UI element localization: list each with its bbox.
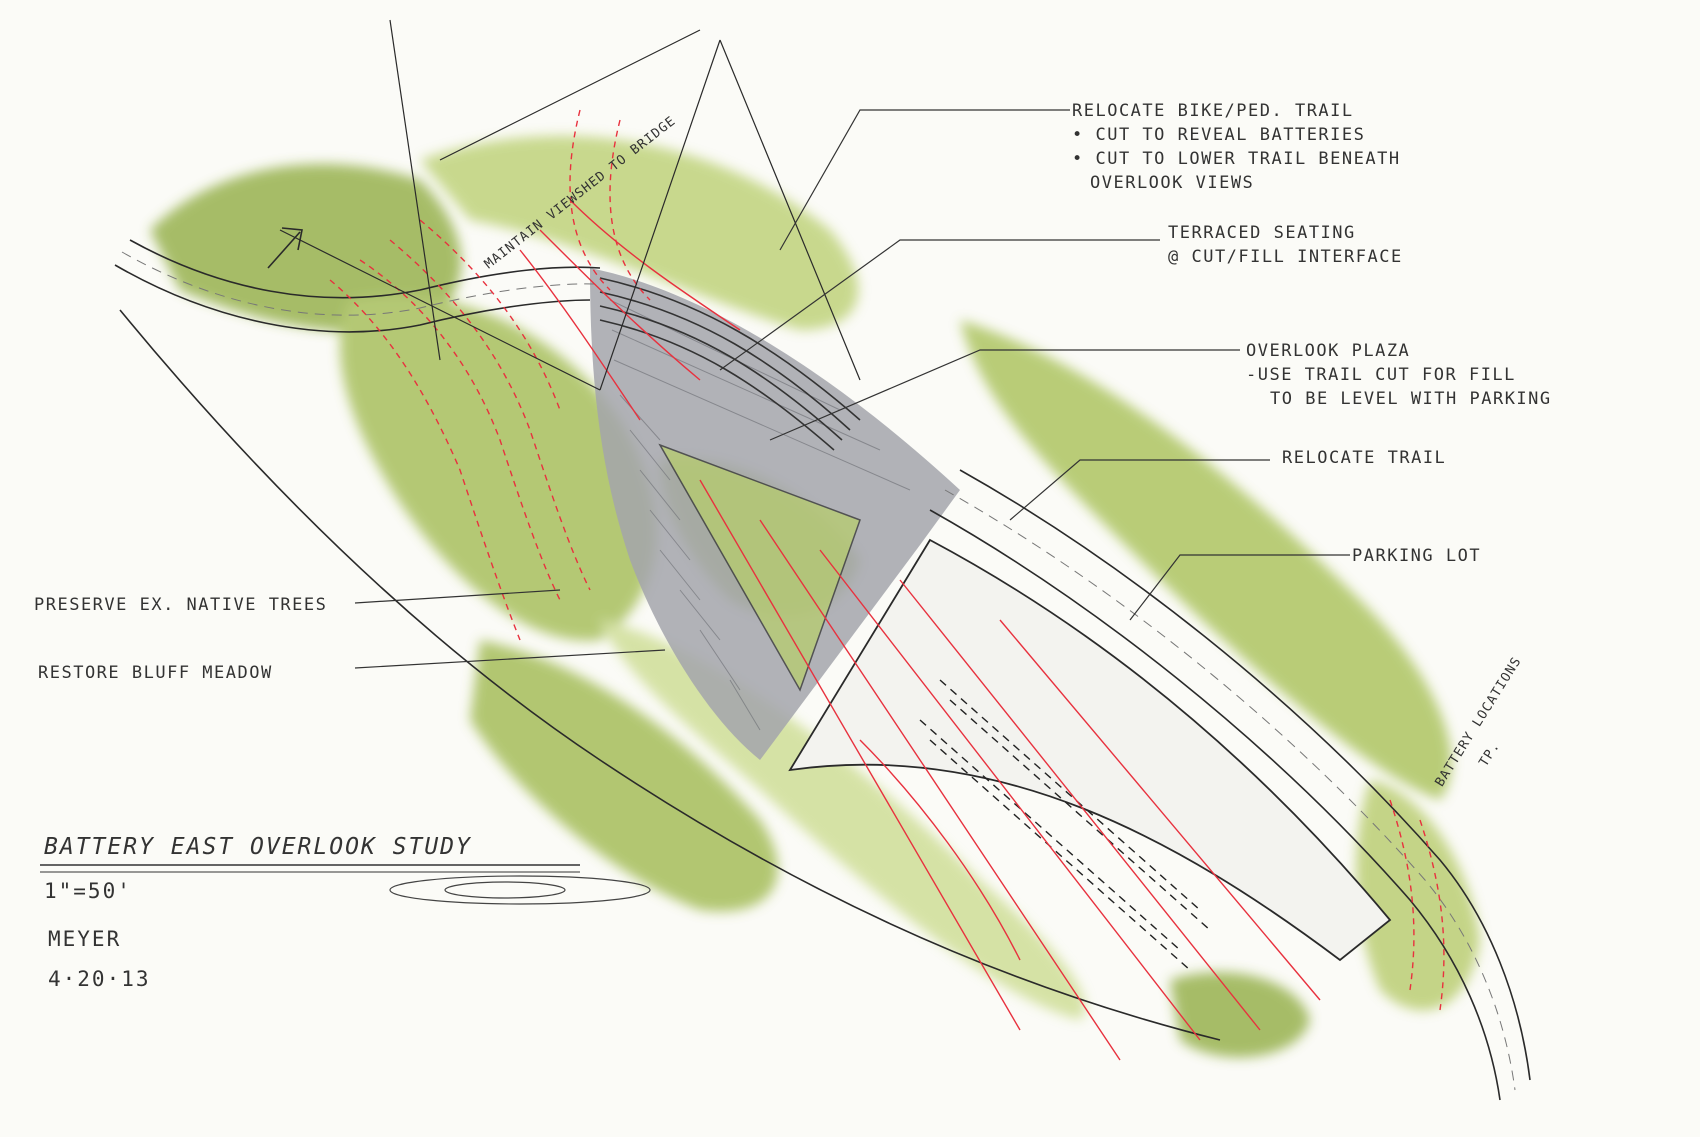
terraced-seating bbox=[599, 277, 861, 451]
west-tree-mass bbox=[150, 164, 462, 333]
scale-ellipse bbox=[389, 875, 651, 905]
note-relocate-bike-ped: RELOCATE BIKE/PED. TRAIL bbox=[1072, 101, 1354, 121]
north-arrow bbox=[267, 227, 303, 269]
parking-lot-outline bbox=[788, 538, 1392, 962]
leader-lines bbox=[354, 109, 1350, 669]
note-cut-reveal: • CUT TO REVEAL BATTERIES bbox=[1072, 125, 1366, 145]
drawing-title: BATTERY EAST OVERLOOK STUDY bbox=[44, 834, 472, 860]
parking-stalls bbox=[919, 679, 1211, 971]
note-cut-lower-1: • CUT TO LOWER TRAIL BENEATH bbox=[1072, 149, 1401, 169]
drawing-date: 4·20·13 bbox=[48, 967, 151, 991]
bottom-tree-clump bbox=[1170, 972, 1310, 1058]
note-cut-lower-2: OVERLOOK VIEWS bbox=[1090, 173, 1255, 193]
trail-centerline bbox=[121, 251, 1516, 1091]
ravine-wash bbox=[1356, 780, 1480, 1011]
contour-lines bbox=[329, 109, 1445, 1061]
bluff-tree-mass bbox=[340, 295, 657, 641]
note-terraced-1: TERRACED SEATING bbox=[1168, 223, 1356, 243]
trail-road bbox=[114, 239, 1531, 1101]
note-parking-lot: PARKING LOT bbox=[1352, 546, 1482, 566]
plaza-hatching bbox=[609, 299, 911, 731]
drawing-author: MEYER bbox=[48, 927, 122, 951]
north-slope-wash bbox=[420, 135, 859, 330]
meadow-triangle bbox=[658, 443, 861, 692]
note-restore-meadow: RESTORE BLUFF MEADOW bbox=[38, 663, 273, 683]
drawing-scale: 1"=50' bbox=[44, 879, 132, 903]
viewshed-lines bbox=[279, 19, 861, 391]
east-edge-trees bbox=[960, 320, 1452, 800]
note-preserve-trees: PRESERVE EX. NATIVE TREES bbox=[34, 595, 328, 615]
note-plaza-1: OVERLOOK PLAZA bbox=[1246, 341, 1411, 361]
note-plaza-2: -USE TRAIL CUT FOR FILL bbox=[1246, 365, 1516, 385]
note-relocate-trail: RELOCATE TRAIL bbox=[1282, 448, 1447, 468]
note-plaza-3: TO BE LEVEL WITH PARKING bbox=[1270, 389, 1552, 409]
note-terraced-2: @ CUT/FILL INTERFACE bbox=[1168, 247, 1403, 267]
